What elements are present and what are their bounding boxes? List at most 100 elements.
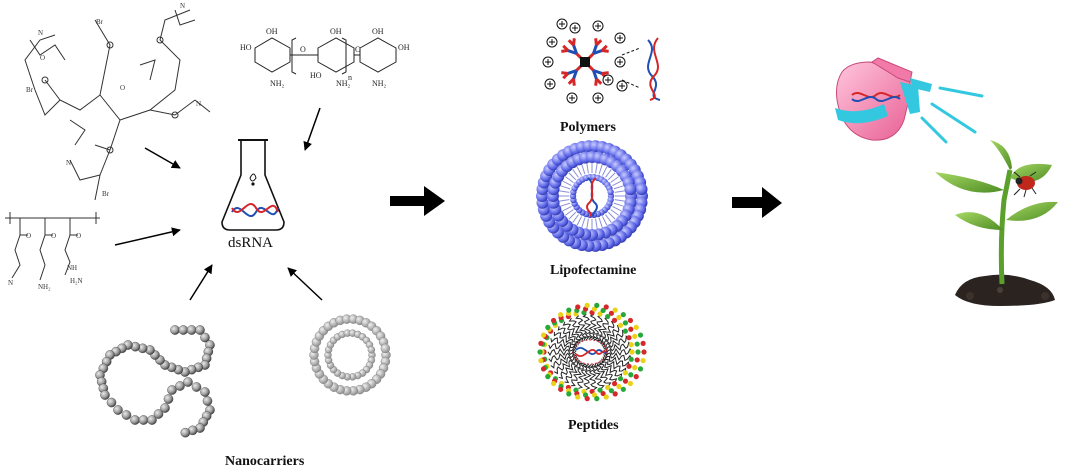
peptide-chain — [547, 348, 577, 357]
nanocarrier-bead — [130, 415, 140, 425]
nanocarrier-bead — [147, 415, 157, 425]
peptide-residue — [605, 384, 611, 391]
peptide-chain — [548, 342, 577, 352]
liposome-head — [367, 346, 376, 354]
peptide-chain — [592, 315, 603, 341]
input-arrows — [114, 107, 323, 301]
dna-helix-icon — [231, 203, 279, 217]
arrow-chitosan-to-flask — [303, 107, 321, 151]
peptide-residue — [538, 340, 544, 347]
lipid-head — [607, 188, 614, 196]
peptide-chain — [564, 361, 582, 384]
peptide-residue — [628, 356, 634, 362]
nanocarrier-bead — [163, 394, 174, 404]
dendrimer-branch — [572, 44, 578, 55]
plus-charge-icon — [546, 36, 558, 48]
peptide-residue — [628, 342, 634, 348]
branched-polymer-labels: O Br Br N N N Br N O — [26, 2, 201, 198]
nanocarrier-bead — [195, 325, 205, 335]
plus-charge-icon — [602, 74, 614, 86]
svg-text:O: O — [355, 45, 361, 54]
peptide-chain — [600, 324, 622, 346]
liposome — [309, 314, 391, 396]
plus-charge-icon — [614, 32, 626, 44]
peptide-residue — [628, 372, 634, 378]
dendrimer-branch — [562, 44, 570, 52]
peptide-residue — [622, 320, 629, 326]
peptide-residue — [597, 387, 603, 393]
polymers-label: Polymers — [560, 120, 616, 135]
peptide-residue — [594, 302, 600, 308]
svg-text:OH: OH — [330, 27, 342, 36]
peptide-residue — [540, 332, 547, 338]
peptide-residue — [616, 314, 622, 321]
svg-text:N: N — [8, 279, 13, 287]
peptide-chain — [582, 313, 593, 340]
nanocarrier-bead — [200, 332, 210, 343]
peptide-chain — [602, 335, 630, 351]
chitosan-structure — [254, 37, 397, 75]
peptide-chain — [558, 358, 580, 380]
peptide-residue — [558, 312, 564, 318]
peptide-residue — [640, 357, 646, 364]
peptide-residue — [540, 366, 547, 372]
big-arrow-1 — [390, 186, 445, 216]
peptide-chain — [603, 347, 633, 356]
peptide-chain — [553, 356, 579, 375]
dendrimer-core — [580, 57, 590, 67]
peptide-chain — [601, 358, 627, 373]
peptide-complex — [537, 302, 647, 402]
nanocarriers-label: Nanocarriers — [225, 454, 305, 469]
nanocarrier-bead — [175, 381, 185, 391]
svg-text:N: N — [180, 2, 185, 10]
liposome-head — [380, 343, 391, 354]
peptide-chain — [562, 321, 584, 343]
peptide-residue — [637, 366, 644, 372]
peptide-residue — [620, 312, 626, 318]
svg-text:HO: HO — [240, 43, 252, 52]
branched-polymer-structure — [24, 9, 211, 201]
peptide-chain — [603, 352, 632, 362]
peptide-residue — [608, 388, 614, 394]
peptide-residue — [611, 381, 618, 387]
nanocarrier-bead — [170, 325, 180, 335]
svg-text:OH: OH — [266, 27, 278, 36]
peptide-residue — [622, 370, 629, 376]
peptide-chain — [577, 363, 588, 389]
peptide-residue — [617, 376, 624, 382]
peptide-chain — [553, 331, 579, 346]
svg-text:O: O — [120, 84, 125, 92]
peptide-residue — [538, 357, 544, 364]
plus-charge-icon — [544, 78, 556, 90]
peptide-residue — [550, 380, 557, 387]
svg-text:N: N — [66, 159, 71, 167]
peptide-chain — [603, 341, 632, 354]
chitosan-labels: OH HO NH₂ O OH HO NH₂ n O OH OH NH₂ — [240, 27, 410, 88]
lipid-head — [624, 183, 637, 196]
dendrimer-branch — [592, 49, 603, 55]
peptide-residue — [600, 307, 606, 314]
svg-text:NH₂: NH₂ — [270, 79, 285, 88]
peptide-chain — [588, 313, 597, 340]
nanocarrier-bead — [178, 325, 189, 335]
peptide-residue — [632, 365, 638, 371]
svg-text:NH: NH — [67, 264, 77, 272]
peptide-chain — [593, 363, 612, 387]
nanocarrier-bead — [186, 325, 197, 335]
peptide-residue — [641, 349, 647, 355]
peptide-residue — [566, 307, 572, 313]
peptide-residue — [597, 311, 603, 317]
nanocarrier-bead — [200, 387, 210, 397]
spray-bottle-icon — [835, 57, 932, 141]
arrow-nanocarrier-to-flask — [189, 264, 213, 301]
svg-text:Br: Br — [26, 86, 34, 94]
plus-charge-icon — [542, 56, 554, 68]
nanocarrier-bead — [113, 405, 123, 415]
nanocarrier-bead — [183, 377, 193, 387]
dna-helix-icon — [586, 177, 598, 217]
peptide-chain — [548, 350, 577, 363]
peptide-residue — [558, 386, 564, 392]
peptide-residue — [633, 324, 639, 330]
svg-text:H₂N: H₂N — [70, 277, 83, 285]
